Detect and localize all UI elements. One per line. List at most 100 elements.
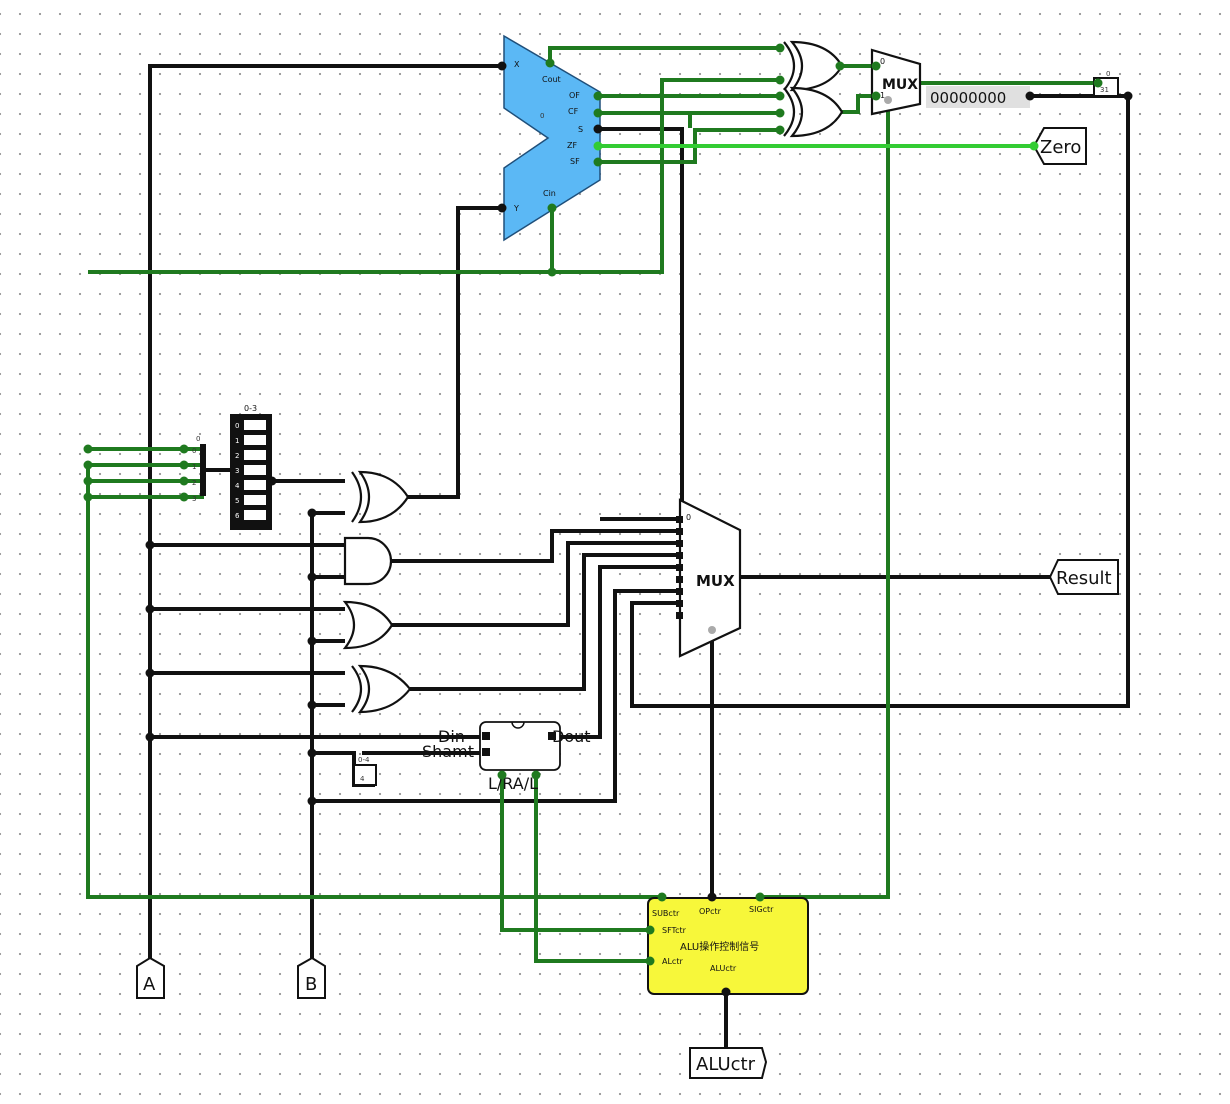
- decoder-row-box: [244, 465, 266, 475]
- wire-junction-dot: [145, 668, 155, 678]
- shamt-splitter-label: 0-4: [358, 756, 370, 764]
- wire-junction-dot: [593, 124, 603, 134]
- aluctr-input-pin[interactable]: ALUctr: [689, 1047, 768, 1079]
- wire-junction-dot: [307, 636, 317, 646]
- mux-top-label: MUX: [882, 77, 918, 93]
- wire-junction-dot: [179, 444, 189, 454]
- result-output-label: Result: [1056, 568, 1112, 589]
- splitter-ctrl[interactable]: 0 0 1 2 3: [190, 435, 230, 503]
- wire-junction-dot: [593, 157, 603, 167]
- zero-output-label: Zero: [1040, 137, 1081, 158]
- wire-junction-dot: [755, 892, 765, 902]
- controller-aluctr-label: ALUctr: [710, 964, 737, 973]
- wire-junction-dot: [547, 203, 557, 213]
- xor-gate-logic[interactable]: [351, 664, 412, 714]
- wire-junction-dot: [267, 476, 277, 486]
- adder-x-label: X: [514, 60, 520, 69]
- mux-top-in1: 1: [880, 91, 885, 100]
- b-input-pin[interactable]: B: [297, 956, 326, 999]
- b-input-label: B: [305, 974, 317, 995]
- and-gate[interactable]: [343, 536, 393, 586]
- controller-title: ALU操作控制信号: [680, 940, 759, 953]
- result-output-pin[interactable]: Result: [1048, 559, 1119, 595]
- mux-main-port: [676, 588, 683, 595]
- adder-cout-label: Cout: [542, 75, 561, 84]
- controller-sigctr-label: SIGctr: [749, 905, 774, 914]
- probe-value: 00000000: [930, 89, 1006, 107]
- wire-junction-dot: [497, 61, 507, 71]
- wire-junction-dot: [707, 892, 717, 902]
- a-input-pin[interactable]: A: [136, 956, 165, 999]
- adder-of-label: OF: [569, 91, 580, 100]
- wire-junction-dot: [775, 125, 785, 135]
- zero-output-pin[interactable]: Zero: [1032, 127, 1087, 165]
- mux-top[interactable]: 0 1 MUX: [870, 48, 922, 116]
- wire-junction-dot: [593, 141, 603, 151]
- controller-alctr-label: ALctr: [662, 957, 683, 966]
- shifter[interactable]: Din Shamt Dout L/RA/L: [422, 721, 591, 793]
- mux-main-in0: 0: [686, 513, 691, 522]
- decoder-row-box: [244, 510, 266, 520]
- mux-main-port: [676, 528, 683, 535]
- mux-main-port: [676, 564, 683, 571]
- adder-sf-label: SF: [570, 157, 580, 166]
- mux-main-port: [676, 516, 683, 523]
- shamt-splitter[interactable]: 0-4 4: [353, 756, 377, 786]
- wire-junction-dot: [497, 203, 507, 213]
- wire-junction-dot: [307, 796, 317, 806]
- wire-junction-dot: [775, 43, 785, 53]
- wire-junction-dot: [307, 700, 317, 710]
- wire-junctions: [83, 43, 1133, 997]
- probe-display: 00000000: [926, 86, 1030, 108]
- wire-junction-dot: [547, 267, 557, 277]
- wire-junction-dot: [657, 892, 667, 902]
- wire-junction-dot: [307, 508, 317, 518]
- wire-junction-dot: [531, 770, 541, 780]
- wire-junction-dot: [775, 75, 785, 85]
- controller-subctr-label: SUBctr: [652, 909, 680, 918]
- shifter-name-label: L/RA/L: [488, 774, 538, 793]
- wire-junction-dot: [775, 108, 785, 118]
- xor-gate-top-2[interactable]: [783, 86, 844, 138]
- wire-junction-dot: [871, 61, 881, 71]
- splitter-top-end: 31: [1100, 86, 1109, 94]
- splitter-ctrl-item-3: 3: [192, 495, 196, 503]
- adder[interactable]: X Y Cout OF CF S ZF SF Cin 0: [503, 34, 601, 242]
- wire-junction-dot: [593, 91, 603, 101]
- shamt-splitter-end: 4: [360, 775, 365, 783]
- splitter-ctrl-item-0: 0: [192, 447, 196, 455]
- decoder-row-label: 3: [235, 467, 239, 475]
- a-input-label: A: [143, 974, 156, 995]
- mux-top-in0: 0: [880, 57, 885, 66]
- or-gate[interactable]: [342, 600, 394, 650]
- decoder-header: 0-3: [244, 404, 257, 413]
- decoder-row-box: [244, 435, 266, 445]
- wire-junction-dot: [775, 91, 785, 101]
- wire-junction-dot: [1029, 141, 1039, 151]
- wire-junction-dot: [1123, 91, 1133, 101]
- wires-black: [148, 64, 1130, 1050]
- decoder-row-label: 2: [235, 452, 239, 460]
- decoder-row-box: [244, 495, 266, 505]
- mux-main-label: MUX: [696, 572, 735, 590]
- wire-junction-dot: [1093, 78, 1103, 88]
- wire-junction-dot: [497, 770, 507, 780]
- decoder-row-box: [244, 480, 266, 490]
- wire-junction-dot: [835, 61, 845, 71]
- wire-junction-dot: [871, 91, 881, 101]
- adder-zf-label: ZF: [567, 141, 577, 150]
- mux-main[interactable]: 0 MUX: [676, 498, 742, 658]
- mux-main-port: [676, 600, 683, 607]
- mux-main-port: [676, 540, 683, 547]
- mux-main-port: [676, 552, 683, 559]
- wire-junction-dot: [83, 460, 93, 470]
- alu-controller[interactable]: SUBctr OPctr SIGctr SFTctr ALU操作控制信号 ALc…: [647, 897, 809, 995]
- wire-junction-dot: [179, 476, 189, 486]
- wire-junction-dot: [179, 492, 189, 502]
- xor-gate-b-negate[interactable]: [351, 470, 410, 524]
- wire-junction-dot: [307, 572, 317, 582]
- xor-gate-top-1[interactable]: [783, 40, 844, 92]
- adder-s-label: S: [578, 125, 583, 134]
- wire-junction-dot: [645, 956, 655, 966]
